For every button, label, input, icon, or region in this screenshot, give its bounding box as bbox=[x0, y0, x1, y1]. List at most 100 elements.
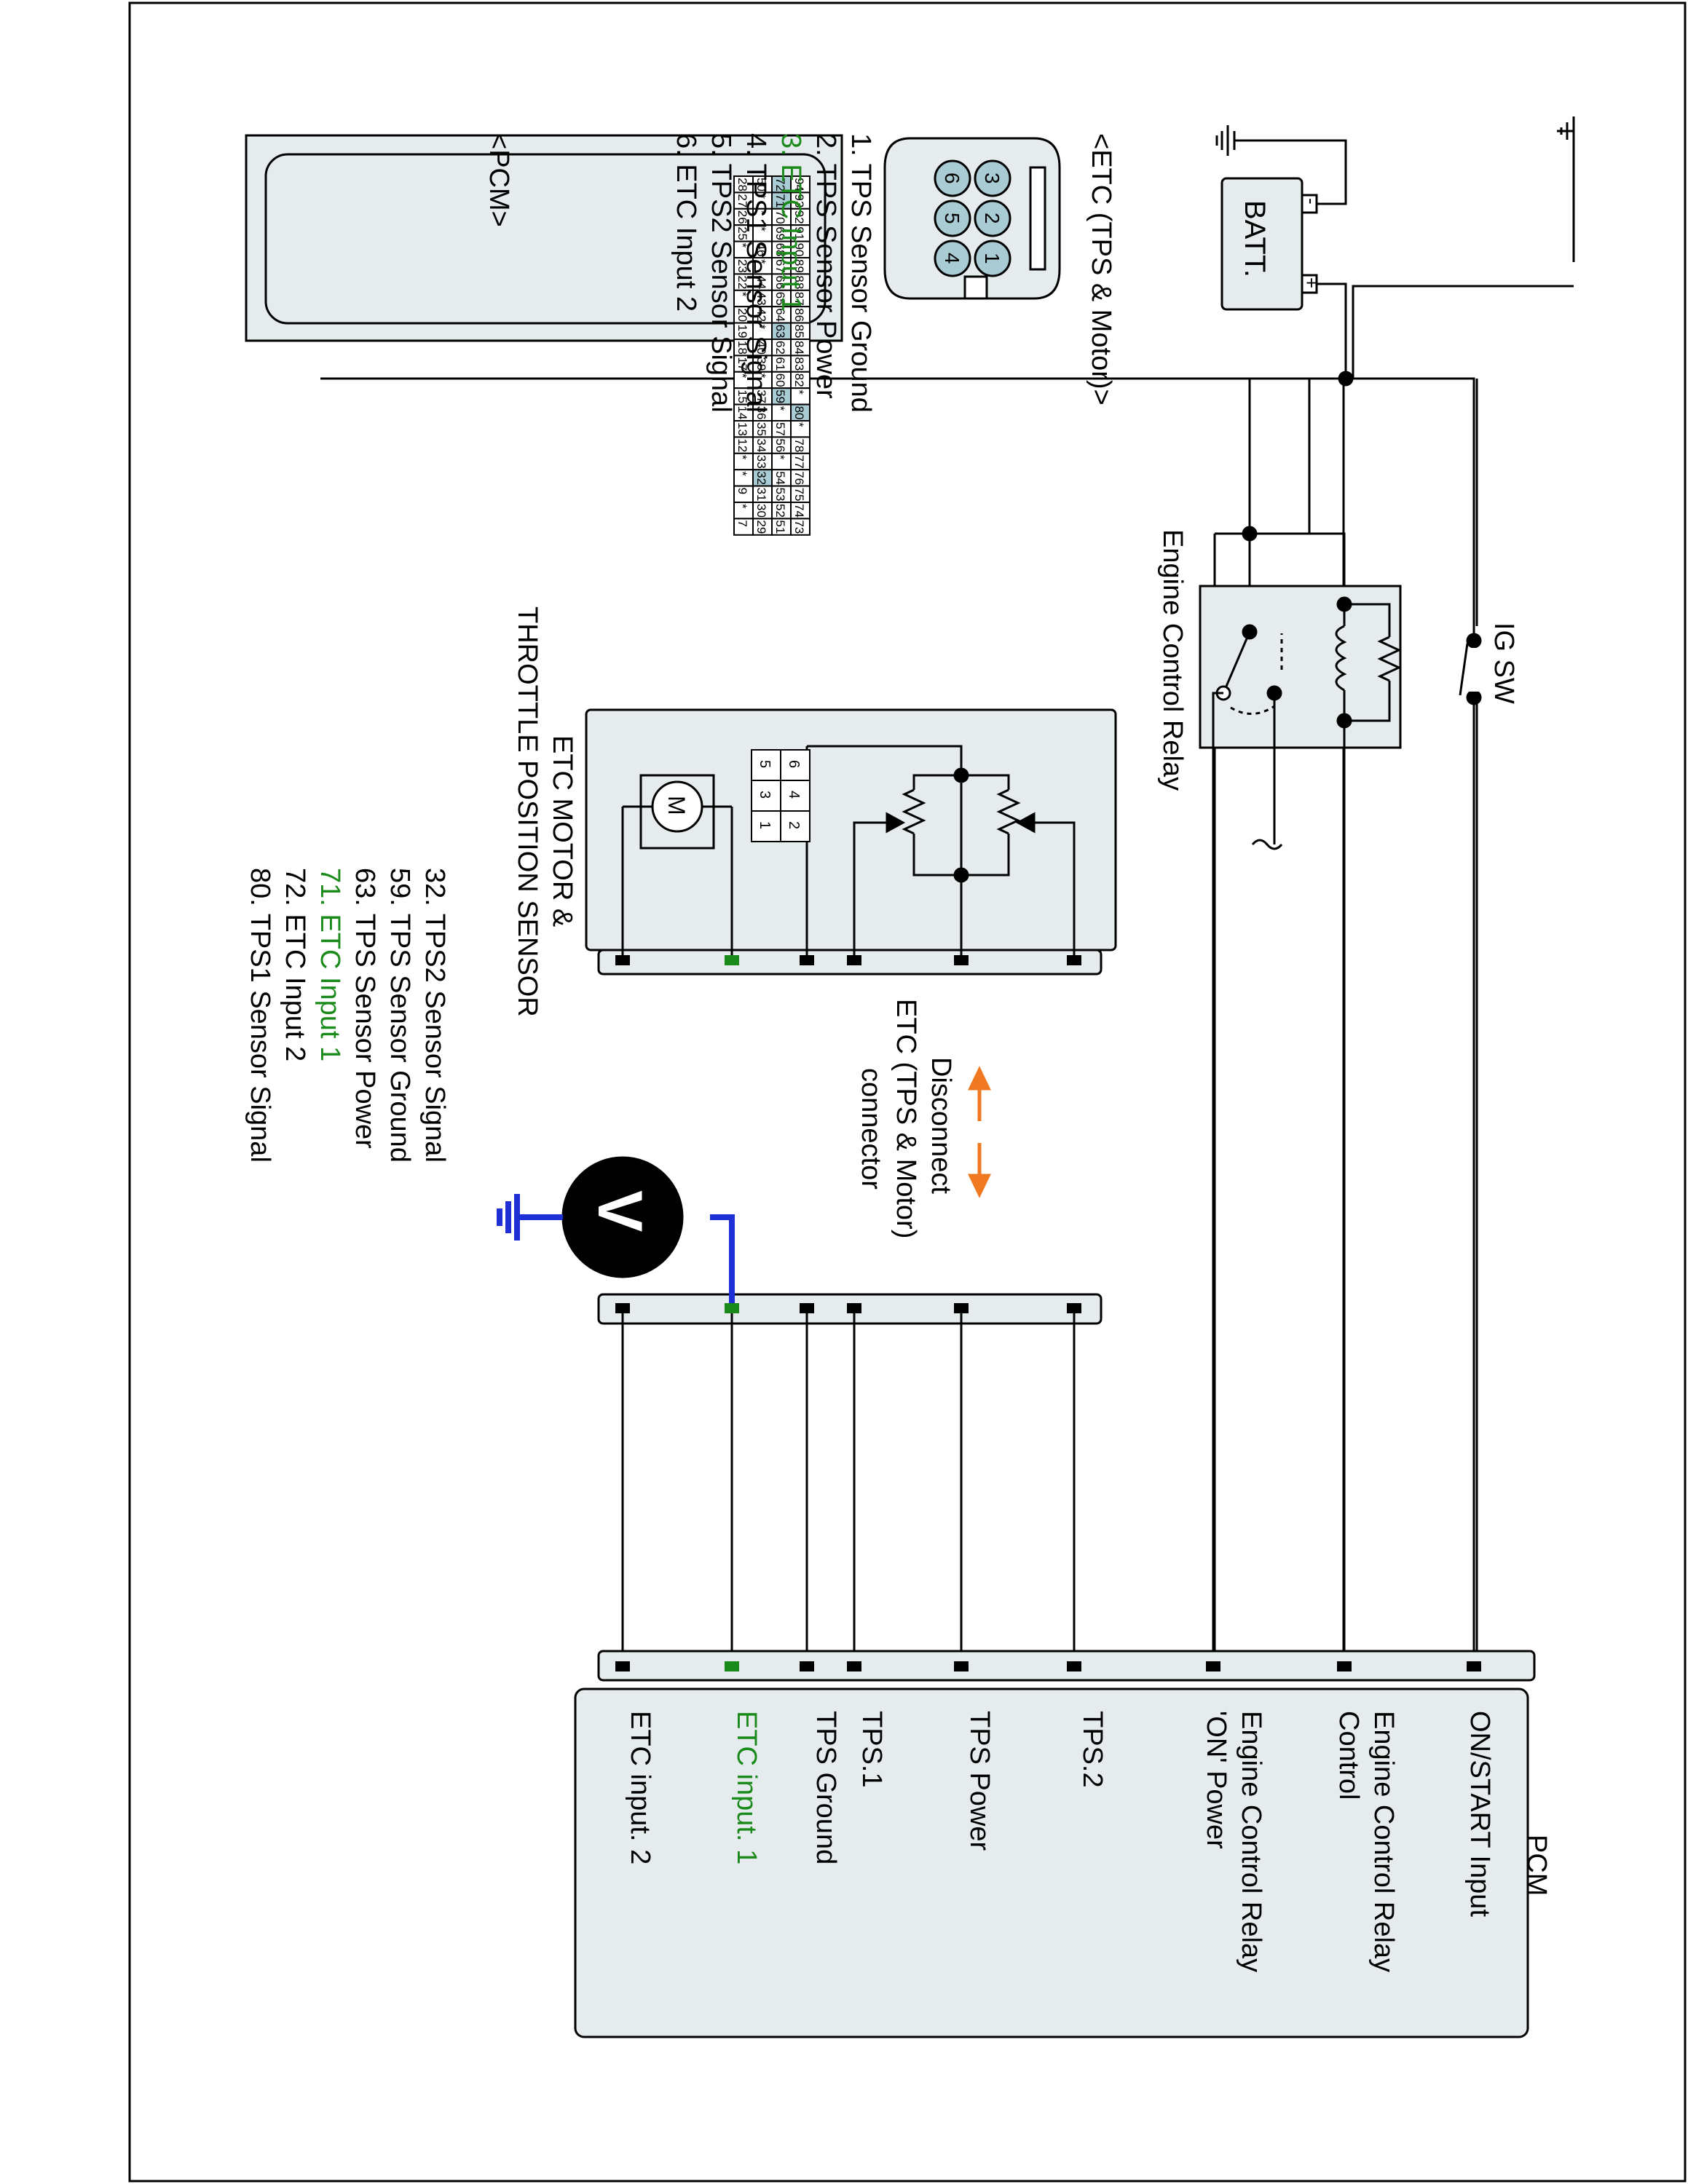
pcm-pin-number: 88 bbox=[792, 275, 806, 289]
pcm-small-pin-number: 2 bbox=[786, 821, 802, 829]
pcm-pin-number: 15 bbox=[735, 389, 749, 403]
pcm-pin-number: 51 bbox=[773, 520, 787, 534]
pcm-pin-number: * bbox=[773, 406, 787, 411]
pcm-pin-number: 93 bbox=[792, 194, 806, 207]
pcm-pin-number: 44 bbox=[754, 275, 768, 289]
pcm-legend-item: 59. TPS Sensor Ground bbox=[384, 868, 415, 1163]
etc-connector-face bbox=[883, 137, 1061, 300]
pcm-pin-number: 13 bbox=[735, 422, 749, 436]
pcm-pin-number: 82 bbox=[792, 373, 806, 387]
pcm-pin-number: 85 bbox=[792, 325, 806, 339]
etc-legend-item: 4. TPS1 Sensor Signal bbox=[741, 133, 771, 413]
pcm-pin-number: 66 bbox=[773, 275, 787, 289]
pcm-pin-number: 90 bbox=[792, 243, 806, 257]
pcm-pin-number: 46 bbox=[754, 243, 768, 257]
etc-component-label-1: ETC MOTOR & bbox=[547, 735, 577, 927]
pcm-pin-number: * bbox=[754, 325, 768, 330]
page-frame bbox=[128, 1, 1687, 2183]
pcm-pin-number: 52 bbox=[773, 504, 787, 518]
pcm-pin-number: 27 bbox=[735, 194, 749, 207]
pcm-pin-number: 87 bbox=[792, 292, 806, 306]
pcm-small-pin-number: 4 bbox=[786, 791, 802, 799]
pcm-pin-number: * bbox=[754, 194, 768, 199]
pcm-terminal-label: ETC input. 2 bbox=[625, 1711, 655, 1864]
pcm-pin-number: 30 bbox=[754, 504, 768, 518]
pcm-pin-number: 33 bbox=[754, 455, 768, 469]
pcm-pin-number: 34 bbox=[754, 438, 768, 452]
pcm-pin-number: 53 bbox=[773, 488, 787, 502]
pcm-pin-number: 80 bbox=[792, 406, 806, 420]
pcm-pin-number: 20 bbox=[735, 308, 749, 322]
disconnect-arrows bbox=[968, 1066, 991, 1198]
pcm-pin-number: 92 bbox=[792, 210, 806, 224]
pcm-small-pin-number: 1 bbox=[757, 821, 773, 829]
disconnect-line-3: connector bbox=[856, 1068, 886, 1190]
pcm-terminal-label: TPS Ground bbox=[811, 1711, 841, 1864]
pcm-terminal-label: Engine Control Relay bbox=[1236, 1711, 1266, 1972]
pcm-small-pin-cell bbox=[751, 810, 781, 842]
pcm-pin-number: 72 bbox=[773, 178, 787, 191]
etc-legend-item: 6. ETC Input 2 bbox=[671, 133, 701, 312]
probe-ground-icon bbox=[497, 1194, 520, 1241]
pcm-pin-number: * bbox=[754, 373, 768, 379]
pcm-pin-number: 28 bbox=[735, 178, 749, 191]
pcm-pin-number: 35 bbox=[754, 422, 768, 436]
pcm-pin-number: * bbox=[754, 210, 768, 215]
etc-pin-number: 1 bbox=[981, 253, 1003, 264]
pcm-pin-number: 18 bbox=[735, 341, 749, 355]
pcm-pin-number: 54 bbox=[773, 471, 787, 485]
battery-ground-wire bbox=[1234, 139, 1347, 205]
pcm-pin-number: 14 bbox=[735, 406, 749, 420]
pcm-pin-number: 56 bbox=[773, 438, 787, 452]
pcm-pin-number: 77 bbox=[792, 455, 806, 469]
pcm-terminal-label: TPS.1 bbox=[856, 1711, 887, 1788]
pcm-pin-number: 40 bbox=[754, 341, 768, 355]
pcm-pin-number: 78 bbox=[792, 438, 806, 452]
ig-switch-label: IG SW bbox=[1488, 622, 1519, 704]
pcm-small-pin-number: 5 bbox=[757, 760, 773, 768]
pcm-pin-number: 89 bbox=[792, 259, 806, 273]
pcm-pin-number: 22 bbox=[735, 275, 749, 289]
pcm-pin-number: 76 bbox=[792, 471, 806, 485]
pcm-pin-number: 37 bbox=[754, 389, 768, 403]
disconnect-line-2: ETC (TPS & Motor) bbox=[891, 999, 921, 1238]
pcm-pin-number: 74 bbox=[792, 504, 806, 518]
pcm-pin-number: 62 bbox=[773, 341, 787, 355]
pcm-legend-item: 32. TPS2 Sensor Signal bbox=[419, 868, 450, 1163]
pcm-terminal-label: Control bbox=[1333, 1711, 1364, 1800]
etc-legend-item: 2. TPS Sensor Power bbox=[811, 133, 841, 399]
pcm-pin-number: 94 bbox=[792, 178, 806, 191]
pcm-legend-item: 71. ETC Input 1 bbox=[315, 868, 345, 1061]
pcm-pin-number: 42 bbox=[754, 308, 768, 322]
pcm-pin-number: 84 bbox=[792, 341, 806, 355]
probe-wire bbox=[710, 1214, 735, 1303]
pcm-pin-number: 71 bbox=[773, 194, 787, 207]
pcm-pin-number: 29 bbox=[754, 520, 768, 534]
pcm-terminal-label: 'ON' Power bbox=[1201, 1711, 1231, 1849]
pcm-pin-number: 65 bbox=[773, 292, 787, 306]
pcm-pin-number: 70 bbox=[773, 210, 787, 224]
pcm-pin-number: 36 bbox=[754, 406, 768, 420]
battery-positive-wire bbox=[1317, 282, 1347, 379]
pcm-pin-number: * bbox=[735, 471, 749, 476]
pcm-pin-number: 31 bbox=[754, 488, 768, 502]
pcm-terminal-label: ETC input. 1 bbox=[731, 1711, 762, 1864]
pcm-legend-item: 63. TPS Sensor Power bbox=[350, 868, 380, 1149]
pcm-pin-number: * bbox=[735, 243, 749, 248]
pcm-pin-number: 68 bbox=[773, 243, 787, 257]
ground-symbol bbox=[1215, 125, 1236, 156]
pcm-terminal-label: ON/START Input bbox=[1464, 1711, 1495, 1917]
pcm-pin-number: 64 bbox=[773, 308, 787, 322]
etc-legend-item: 1. TPS Sensor Ground bbox=[845, 133, 876, 413]
pcm-pin-cell bbox=[733, 518, 754, 536]
pcm-terminal-labels: ON/START Input Engine Control Relay Contro… bbox=[625, 1711, 1495, 1972]
pcm-pin-number: 17 bbox=[735, 357, 749, 371]
pcm-small-pin-cell bbox=[780, 810, 811, 842]
pcm-pin-number: 23 bbox=[735, 259, 749, 273]
pcm-pin-number: * bbox=[735, 504, 749, 509]
pcm-pin-number: 73 bbox=[792, 520, 806, 534]
pcm-small-pin-cell bbox=[751, 749, 781, 781]
